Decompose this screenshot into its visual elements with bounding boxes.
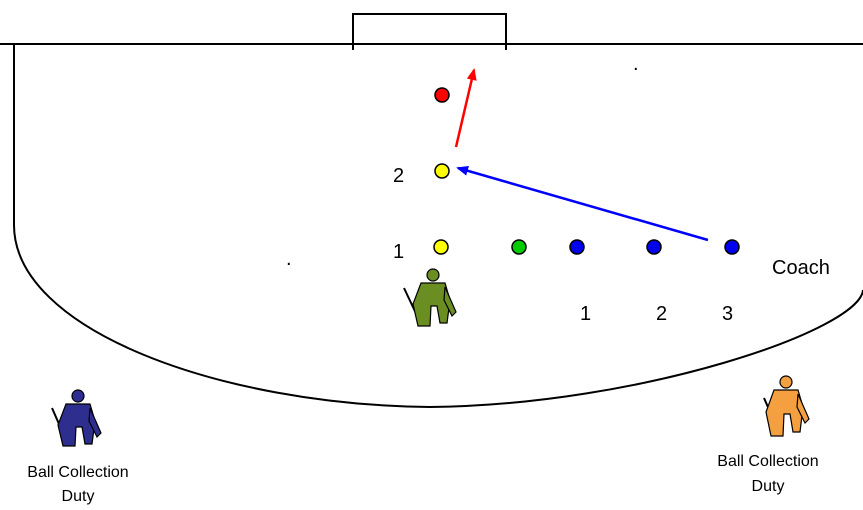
dot-mark-left: . xyxy=(286,248,292,270)
dot-mark-top: . xyxy=(633,53,639,75)
goalkeeper-icon-right xyxy=(764,376,809,436)
queue-label-2: 2 xyxy=(656,303,667,325)
shooting-circle xyxy=(0,44,863,407)
ball-marker-blue-3 xyxy=(725,240,739,254)
shot-arrow xyxy=(456,70,474,147)
ball-marker-red xyxy=(435,88,449,102)
pass-arrow xyxy=(458,168,708,240)
goalkeeper-icon-left xyxy=(52,390,101,446)
ball-collection-left-line1: Ball Collection xyxy=(27,464,128,481)
queue-label-1: 1 xyxy=(580,303,591,325)
ball-collection-left-line2: Duty xyxy=(62,488,95,505)
ball-marker-blue-2 xyxy=(647,240,661,254)
coach-label: Coach xyxy=(772,257,830,279)
ball-marker-green xyxy=(512,240,526,254)
ball-marker-yellow-bottom xyxy=(434,240,448,254)
target-label-bottom: 1 xyxy=(393,241,404,263)
queue-label-3: 3 xyxy=(722,303,733,325)
target-label-top: 2 xyxy=(393,165,404,187)
goalkeeper-icon-center xyxy=(404,269,456,326)
ball-collection-right-line1: Ball Collection xyxy=(717,453,818,470)
ball-marker-blue-1 xyxy=(570,240,584,254)
ball-marker-yellow-top xyxy=(435,164,449,178)
ball-collection-right-line2: Duty xyxy=(752,478,785,495)
